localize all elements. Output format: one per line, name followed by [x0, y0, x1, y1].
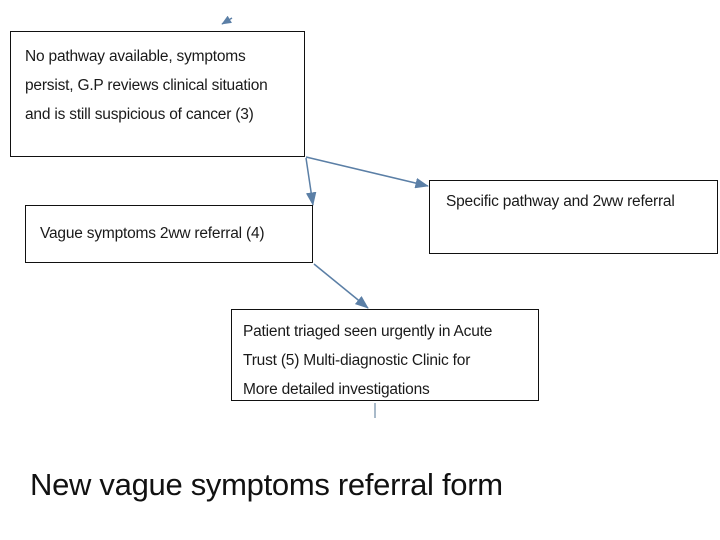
flow-box-vague-symptoms: Vague symptoms 2ww referral (4): [25, 205, 313, 263]
flow-box-patient-triaged-line-3: More detailed investigations: [243, 381, 430, 398]
flow-box-vague-symptoms-line-1: Vague symptoms 2ww referral (4): [40, 225, 265, 242]
flow-box-patient-triaged-line-2: Trust (5) Multi-diagnostic Clinic for: [243, 352, 471, 369]
flow-box-patient-triaged-line-1: Patient triaged seen urgently in Acute: [243, 323, 493, 340]
flow-box-specific-pathway: Specific pathway and 2ww referral: [429, 180, 718, 254]
slide-caption: New vague symptoms referral form: [30, 467, 503, 502]
flow-box-no-pathway-line-1: No pathway available, symptoms: [25, 48, 246, 65]
connector-no-pathway-to-specific-pathway: [305, 156, 429, 189]
connector-top-inbound-stub: [221, 15, 233, 25]
flow-box-patient-triaged: Patient triaged seen urgently in Acute T…: [231, 309, 539, 401]
connector-vague-symptoms-to-patient-triaged: [313, 263, 369, 309]
flow-box-no-pathway-line-2: persist, G.P reviews clinical situation: [25, 77, 268, 94]
flow-box-no-pathway: No pathway available, symptoms persist, …: [10, 31, 305, 157]
flow-box-no-pathway-line-3: and is still suspicious of cancer (3): [25, 106, 254, 123]
flow-box-specific-pathway-line-1: Specific pathway and 2ww referral: [446, 193, 675, 210]
connector-no-pathway-to-vague-symptoms: [305, 157, 317, 206]
